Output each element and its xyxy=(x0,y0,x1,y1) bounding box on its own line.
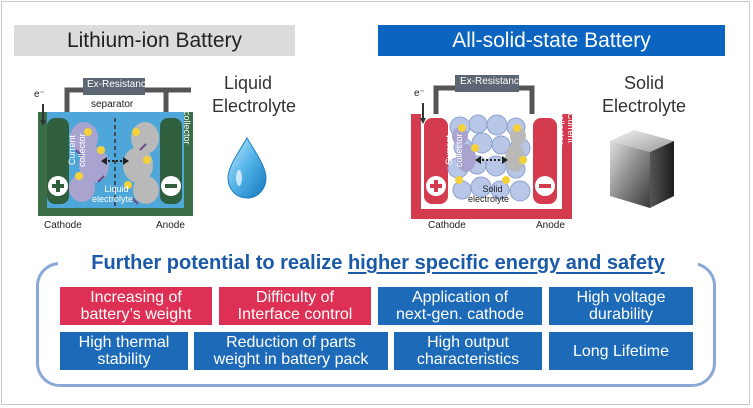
cathode-label: Cathode xyxy=(44,220,82,231)
liquid-electrolyte-title: Liquid Electrolyte xyxy=(212,73,297,116)
cathode-collector-label-solid: Current collector xyxy=(444,133,464,167)
liquid-electrolyte-label: Liquid electrolyte xyxy=(92,184,134,204)
lithium-ion-header: Lithium-ion Battery xyxy=(14,25,295,56)
liquid-drop-icon xyxy=(227,137,267,199)
box-long-lifetime: Long Lifetime xyxy=(549,332,693,370)
separator-label: separator xyxy=(91,99,134,110)
anode-collector-label-solid: Current collector xyxy=(556,111,576,145)
ex-resistance-box xyxy=(83,78,145,95)
ex-resistance-box-solid xyxy=(455,75,519,92)
anode-collector-label: Current collector xyxy=(182,111,202,145)
solid-cube-icon xyxy=(610,130,674,208)
anode-label: Anode xyxy=(156,220,185,231)
potential-heading: Further potential to realize higher spec… xyxy=(58,251,698,275)
ex-resistance-label-solid: Ex-Resistance xyxy=(460,76,525,87)
liquid-cell xyxy=(38,78,193,216)
electron-label-solid: e⁻ xyxy=(414,88,425,99)
cathode-collector-label: Current collector xyxy=(67,133,87,167)
all-solid-state-header: All-solid-state Battery xyxy=(378,25,725,56)
solid-electrolyte-label: Solid electrolyte xyxy=(468,184,510,204)
anode-label-solid: Anode xyxy=(536,220,565,231)
solid-cell xyxy=(411,75,572,219)
ex-resistance-label: Ex-Resistance xyxy=(87,79,152,90)
cathode-label-solid: Cathode xyxy=(428,220,466,231)
electron-label: e⁻ xyxy=(34,89,45,100)
solid-electrolyte-title: Solid Electrolyte xyxy=(601,73,687,116)
